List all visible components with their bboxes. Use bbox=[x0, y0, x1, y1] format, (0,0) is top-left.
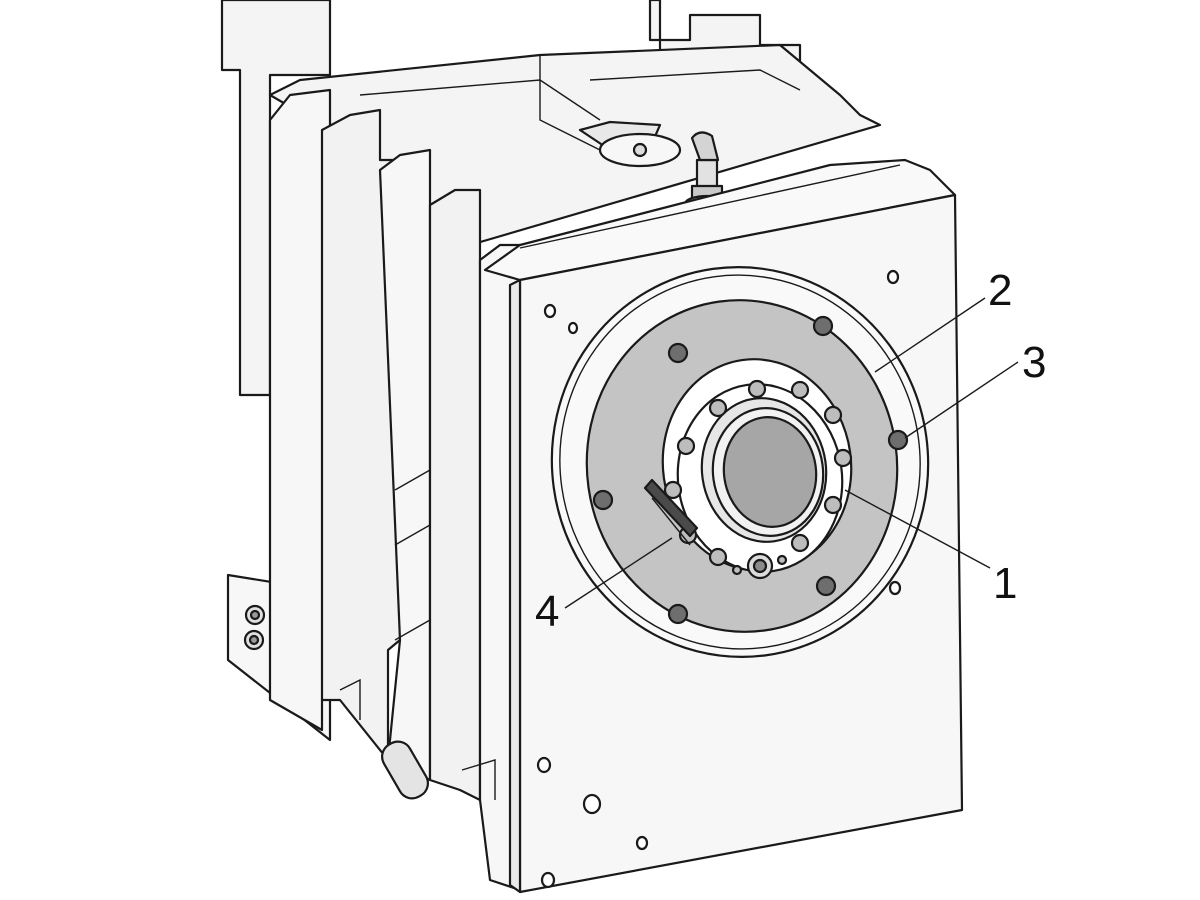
key-slot bbox=[643, 478, 699, 538]
housing-side-plates bbox=[268, 88, 522, 892]
mounting-hole bbox=[888, 580, 902, 596]
callout-3: 3 bbox=[1022, 338, 1046, 387]
callout-1: 1 bbox=[993, 559, 1017, 608]
mounting-hole bbox=[536, 756, 552, 774]
rotary-table bbox=[550, 266, 930, 658]
mounting-hole bbox=[635, 835, 649, 851]
mounting-hole bbox=[886, 269, 900, 285]
ring-bolts bbox=[592, 315, 909, 625]
mounting-hole bbox=[582, 793, 602, 815]
center-bore bbox=[722, 416, 818, 528]
mounting-hole bbox=[540, 871, 556, 889]
mounting-hole bbox=[567, 321, 579, 335]
callout-2: 2 bbox=[988, 266, 1012, 315]
mounting-hole bbox=[543, 303, 557, 319]
callout-4: 4 bbox=[535, 587, 559, 636]
leader-lines bbox=[564, 297, 1019, 609]
